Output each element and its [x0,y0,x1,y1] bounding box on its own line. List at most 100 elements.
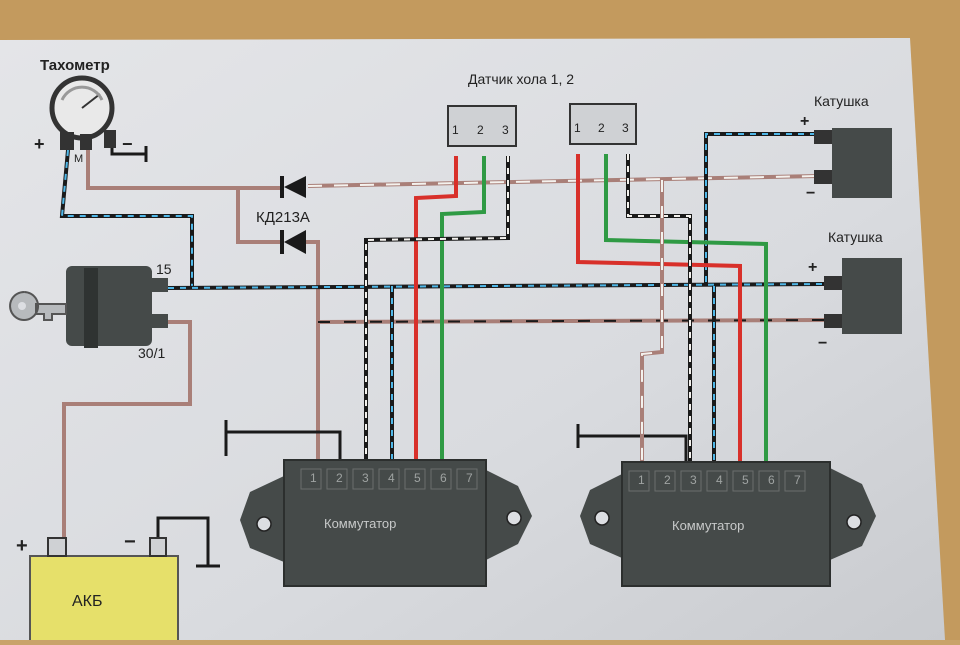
wire-c2-pin1-stripe [641,180,663,464]
commutator-1-pin-label: 1 [310,471,317,485]
commutator-2-pin-label: 1 [638,473,645,487]
commutator-2-pin-label: 3 [690,473,697,487]
diode-1-icon [284,176,306,198]
ignition-switch-body [66,266,152,346]
commutator-1-pin-box [430,468,452,490]
wire-hall1-green [440,156,486,464]
commutator-1-pin-label: 7 [466,471,473,485]
coil-2-body [842,258,902,334]
battery-terminal-minus [149,537,167,557]
coil-2: Катушка + − [808,229,902,352]
tachometer-plus-label: + [34,134,45,154]
ignition-30-label: 30/1 [138,345,165,361]
commutator-1-pin-box [300,468,322,490]
diode-2-icon [284,230,306,254]
commutator-1-body [283,459,487,587]
coil-1-terminal-minus [814,170,832,184]
commutator-1-pin-label: 6 [440,471,447,485]
hall-sensor-label: Датчик хола 1, 2 [468,71,574,87]
coil-1-label: Катушка [814,93,869,109]
commutator-2-pin-label: 5 [742,473,749,487]
wire-15-tach-stripe [60,149,193,286]
tachometer: Тахометр М + − [34,57,133,165]
commutator-2-pin-box [680,470,702,492]
wire-diode2-left [236,188,282,244]
hall-sensor-1-pin-label: 1 [452,123,459,137]
battery-minus-label: − [124,531,136,553]
battery-label: АКБ [72,593,103,610]
coil-2-plus-label: + [808,259,817,276]
tachometer-terminal-plus [60,132,74,150]
ignition-terminal-30 [152,314,168,328]
commutator-2-pin-box [732,470,754,492]
commutator-2-pin-box [784,470,806,492]
hall-sensor-2-pin-label: 1 [574,121,581,135]
commutator-2-pin-label: 6 [768,473,775,487]
tachometer-m-label: М [74,153,83,165]
wire-hall1-red [414,156,458,464]
coil-1: Катушка + − [800,93,892,202]
diode-label: КД213А [256,209,310,226]
ground-battery [156,516,220,568]
hall-sensor-1-pin-label: 3 [502,123,509,137]
commutator-1-pin-box [326,468,348,490]
diode-kd213a: КД213А [256,176,310,254]
commutator-1-pin-label: 4 [388,471,395,485]
wire-30-battery [62,320,192,540]
battery-terminal-plus [47,537,67,557]
coil-2-terminal-minus [824,314,842,328]
hall-sensor-2 [569,103,637,145]
commutator-1-pin-label: 3 [362,471,369,485]
wire-15-coil1-stripe [705,133,816,286]
tachometer-needle [81,93,101,109]
commutator-2-pin-box [654,470,676,492]
ignition-terminal-15 [152,278,168,292]
hall-sensor-1-pin-label: 2 [477,123,484,137]
coil-2-minus-label: − [818,335,827,352]
wire-diode2-right [306,240,320,464]
wire-hall2-red [576,154,742,464]
commutator-1-pin-label: 5 [414,471,421,485]
wire-coil2-minus [317,318,827,324]
tachometer-label: Тахометр [40,57,110,74]
commutator-1-pin-box [456,468,478,490]
wire-hall1-black-stripe [365,156,509,464]
commutator-2-pin-label: 7 [794,473,801,487]
coil-1-minus-label: − [806,185,815,202]
wire-hall2-green [604,154,768,464]
hall-sensor-2-pin-label: 3 [622,121,629,135]
wire-hall2-black [626,154,692,464]
commutator-2-pin-box [706,470,728,492]
hall-sensor-1 [447,105,517,147]
commutator-2-label: Коммутатор [672,518,744,533]
battery-body [29,555,179,645]
commutator-2-body [621,461,831,587]
coil-2-label: Катушка [828,229,883,245]
hall-sensors: Датчик хола 1, 2 1 2 3 1 2 3 [447,71,637,147]
commutator-2-pin-box [758,470,780,492]
hall-sensor-2-pin-label: 2 [598,121,605,135]
tachometer-minus-label: − [122,134,133,154]
wire-diode-coil1-stripe [307,175,819,187]
commutator-2-pin-label: 4 [716,473,723,487]
wire-15-main-stripe [167,283,825,289]
tachometer-scale [60,85,104,101]
ground-commutator2 [576,424,688,464]
tachometer-terminal-m [80,134,92,150]
commutator-1-pin-label: 2 [336,471,343,485]
commutator-1-pin-box [352,468,374,490]
wires [59,132,827,568]
commutator-2-pin-box [628,470,650,492]
ground-tach [110,146,148,162]
ignition-15-label: 15 [156,261,172,277]
coil-1-body [832,128,892,198]
ground-commutator1 [224,420,342,464]
commutator-2-right-flange [830,468,876,560]
commutator-1-pin-box [378,468,400,490]
coil-1-terminal-plus [814,130,832,144]
battery-plus-label: + [16,535,28,557]
